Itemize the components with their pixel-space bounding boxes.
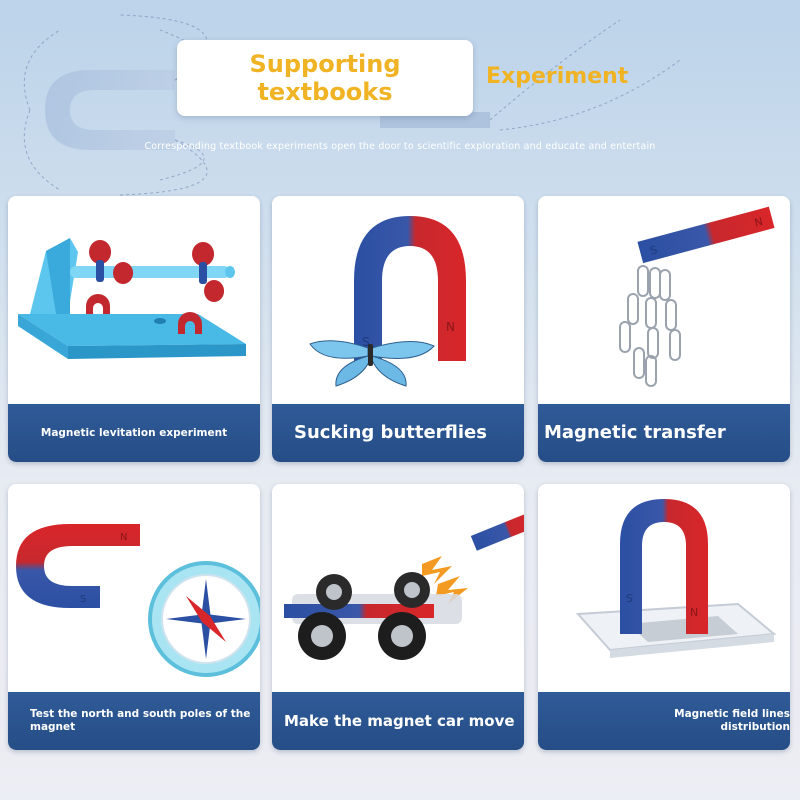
butterfly-icon (309, 340, 435, 387)
paperclip-chain-icon (619, 265, 681, 387)
card-label-field-lines: Magnetic field lines distribution (674, 708, 790, 733)
magnet-car-illustration (284, 509, 524, 660)
svg-text:N: N (446, 320, 455, 334)
card-label-bar: Magnetic levitation experiment (8, 404, 260, 462)
bar-magnet-paperclips-illustration: S N (619, 206, 775, 387)
card-sucking-butterflies: S N Sucking butterflies (272, 196, 524, 462)
card-label-magnetic-transfer: Magnetic transfer (544, 422, 726, 443)
field-lines-background (23, 14, 681, 196)
svg-text:N: N (753, 215, 764, 230)
page-subtitle: Corresponding textbook experiments open … (144, 141, 656, 152)
compass-icon (148, 561, 260, 677)
bottom-reflection (0, 755, 800, 800)
card-label-magnetic-levitation: Magnetic levitation experiment (40, 426, 228, 439)
energy-bolts-icon (422, 556, 468, 604)
svg-text:S: S (80, 594, 86, 605)
car-wheels-icon (298, 572, 430, 660)
svg-text:S: S (649, 243, 659, 257)
card-magnet-car: Make the magnet car move (272, 484, 524, 750)
card-test-poles: N S Test the north and south poles of th… (8, 484, 260, 750)
title-box: Supporting textbooks (177, 40, 473, 116)
card-label-bar: Magnetic field lines distribution (538, 692, 790, 750)
levitation-stand-illustration (18, 238, 246, 359)
card-magnetic-transfer: S N Magnetic transfer (538, 196, 790, 462)
card-label-bar: Make the magnet car move (272, 692, 524, 750)
page-title: Supporting textbooks (249, 50, 401, 106)
card-label-bar: Sucking butterflies (272, 404, 524, 462)
card-label-test-poles: Test the north and south poles of the ma… (30, 708, 251, 733)
magnet-compass-illustration: N S (16, 524, 260, 677)
horseshoe-plate-illustration: S N (575, 499, 777, 658)
card-label-magnet-car: Make the magnet car move (284, 712, 515, 730)
card-magnetic-levitation: Magnetic levitation experiment (8, 196, 260, 462)
card-label-sucking-butterflies: Sucking butterflies (294, 422, 487, 443)
card-field-lines: S N Magnetic field lines distribution (538, 484, 790, 750)
card-label-bar: Test the north and south poles of the ma… (8, 692, 260, 750)
horseshoe-butterfly-illustration: S N (309, 216, 466, 387)
svg-text:S: S (362, 335, 370, 349)
svg-text:N: N (120, 532, 127, 543)
card-label-bar: Magnetic transfer (538, 404, 790, 462)
svg-text:S: S (626, 592, 633, 605)
svg-text:N: N (690, 606, 698, 619)
title-experiment: Experiment (486, 64, 629, 89)
